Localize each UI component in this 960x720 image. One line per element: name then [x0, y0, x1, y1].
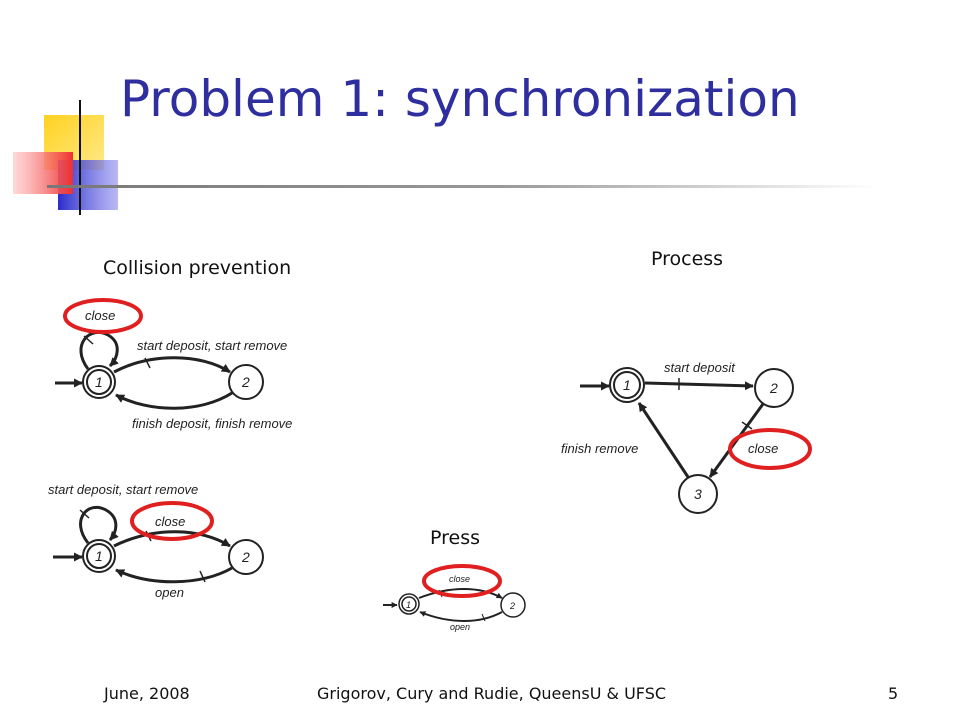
edge-1-2-label: start deposit: [664, 360, 736, 375]
top-edge: [418, 588, 503, 599]
top-edge-label: close: [155, 514, 185, 529]
slide-title: Problem 1: synchronization: [120, 70, 800, 128]
edge-3-1: [637, 402, 690, 478]
self-loop-label: start deposit, start remove: [48, 482, 198, 497]
state-1-outer: [82, 539, 116, 573]
title-rule: [47, 185, 877, 188]
footer-date: June, 2008: [104, 684, 190, 703]
top-edge: [113, 530, 231, 548]
collision-automaton-2: 1 2 start deposit, start remove close op…: [48, 482, 264, 600]
bottom-edge: [115, 391, 233, 410]
edge-1-2: [644, 381, 754, 391]
state-2: [754, 368, 794, 408]
press-automaton: 1 2 close open: [383, 564, 526, 632]
bottom-edge-label: open: [450, 622, 470, 632]
top-edge-label: close: [449, 574, 470, 584]
state-2-label: 2: [509, 601, 515, 611]
state-1-inner: [401, 596, 417, 612]
state-2-label: 2: [241, 374, 250, 390]
self-loop-label: close: [85, 308, 115, 323]
state-1-outer: [398, 593, 420, 615]
bottom-edge: [419, 611, 503, 622]
highlight-close-ellipse: [130, 501, 214, 541]
self-loop-edge: [79, 330, 119, 370]
top-edge-label: start deposit, start remove: [137, 338, 287, 353]
edge-3-1-label: finish remove: [561, 441, 638, 456]
state-1-label: 1: [406, 600, 411, 610]
state-2-label: 2: [241, 549, 250, 565]
state-3: [678, 474, 718, 514]
state-1-label: 1: [95, 374, 103, 390]
process-label: Process: [651, 248, 724, 270]
process-automaton: 1 2 3 start deposit close finish remove: [561, 360, 812, 514]
state-2: [500, 592, 526, 618]
state-1-label: 1: [623, 377, 631, 393]
state-2-label: 2: [769, 380, 778, 396]
self-loop-edge: [79, 505, 119, 544]
state-1-inner: [86, 369, 112, 395]
highlight-close-ellipse: [63, 298, 143, 334]
bottom-edge-label: finish deposit, finish remove: [132, 416, 292, 431]
highlight-close-ellipse: [422, 564, 502, 598]
collision-automaton-1: 1 2 close start deposit, start remove fi…: [55, 298, 292, 431]
highlight-close-ellipse: [728, 428, 812, 470]
state-2: [228, 539, 264, 575]
bottom-edge-label: open: [155, 585, 184, 600]
state-2: [228, 364, 264, 400]
footer-authors: Grigorov, Cury and Rudie, QueensU & UFSC: [317, 684, 667, 703]
collision-prevention-label: Collision prevention: [103, 257, 292, 279]
state-1-inner: [613, 371, 641, 399]
bottom-edge: [115, 566, 233, 584]
state-1-outer: [609, 367, 645, 403]
press-label: Press: [430, 527, 481, 549]
footer-page-number: 5: [888, 684, 899, 703]
state-3-label: 3: [694, 486, 702, 502]
edge-2-3-label: close: [748, 441, 778, 456]
top-edge: [113, 356, 231, 374]
state-1-outer: [82, 365, 116, 399]
state-1-inner: [86, 543, 112, 569]
state-1-label: 1: [95, 548, 103, 564]
